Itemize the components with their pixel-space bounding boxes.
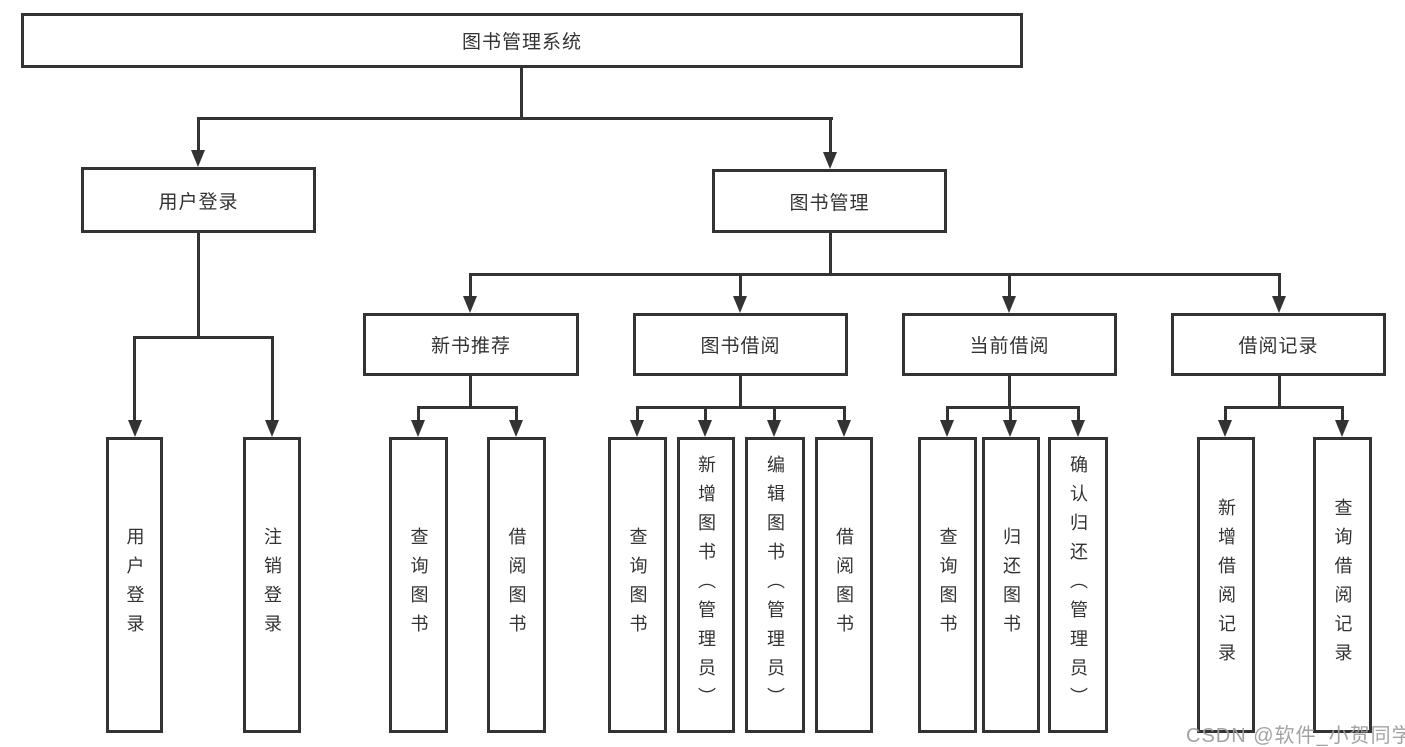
- leaf-nbr-borrow-book-label: 借阅图书: [506, 527, 527, 643]
- leaf-bb-edit-book: 编辑图书（管理员）: [745, 437, 805, 733]
- node-current-borrow: 当前借阅: [902, 313, 1117, 376]
- leaf-user-login: 用户登录: [106, 437, 163, 733]
- connector-bb-stem: [739, 376, 742, 406]
- leaf-bb-add-book: 新增图书（管理员）: [677, 437, 735, 733]
- node-root-label: 图书管理系统: [461, 32, 582, 53]
- arrow-down-icon: [1071, 420, 1085, 437]
- arrow-down-icon: [1272, 296, 1286, 313]
- leaf-nbr-query-book: 查询图书: [389, 437, 448, 733]
- arrow-down-icon: [823, 152, 837, 169]
- leaf-br-add-record-label: 新增借阅记录: [1216, 498, 1236, 672]
- arrow-down-icon: [128, 420, 142, 437]
- connector-drop-nbr-borrow: [515, 406, 518, 420]
- connector-drop-bb-add: [704, 406, 707, 420]
- arrow-down-icon: [1218, 420, 1232, 437]
- connector-level3-bus: [469, 273, 1281, 276]
- leaf-bb-query-book-label: 查询图书: [627, 527, 648, 643]
- leaf-br-query-record: 查询借阅记录: [1313, 437, 1372, 733]
- node-root-library-system: 图书管理系统: [21, 13, 1023, 68]
- connector-cb-stem: [1008, 376, 1011, 406]
- node-book-borrow: 图书借阅: [633, 313, 848, 376]
- leaf-br-query-record-label: 查询借阅记录: [1332, 498, 1353, 672]
- leaf-nbr-query-book-label: 查询图书: [408, 527, 429, 643]
- node-new-book-recommend: 新书推荐: [363, 313, 579, 376]
- connector-drop-br-add: [1224, 406, 1227, 420]
- node-user-login-label: 用户登录: [158, 191, 239, 213]
- arrow-down-icon: [463, 296, 477, 313]
- leaf-logout: 注销登录: [243, 437, 301, 733]
- node-borrow-record-label: 借阅记录: [1238, 336, 1319, 357]
- leaf-cb-query-book-label: 查询图书: [937, 527, 958, 643]
- connector-drop-current-borrow: [1008, 273, 1011, 297]
- leaf-bb-borrow-book-label: 借阅图书: [834, 527, 854, 643]
- connector-cb-bus: [946, 406, 1080, 409]
- node-borrow-record: 借阅记录: [1171, 313, 1386, 376]
- arrow-down-icon: [733, 296, 747, 313]
- arrow-down-icon: [1003, 420, 1017, 437]
- arrow-down-icon: [698, 420, 712, 437]
- arrow-down-icon: [265, 420, 279, 437]
- connector-drop-cb-return: [1009, 406, 1012, 420]
- arrow-down-icon: [767, 420, 781, 437]
- leaf-bb-edit-book-label: 编辑图书（管理员）: [765, 454, 785, 716]
- connector-drop-bb-borrow: [843, 406, 846, 420]
- node-book-management-label: 图书管理: [789, 192, 870, 214]
- arrow-down-icon: [191, 150, 205, 167]
- leaf-cb-query-book: 查询图书: [918, 437, 977, 733]
- leaf-cb-confirm-return: 确认归还（管理员）: [1048, 437, 1108, 733]
- connector-user-login-bus: [133, 336, 274, 339]
- connector-drop-bb-edit: [773, 406, 776, 420]
- connector-drop-nbr-query: [417, 406, 420, 420]
- node-book-borrow-label: 图书借阅: [700, 336, 781, 357]
- connector-drop-book-borrow: [739, 273, 742, 297]
- arrow-down-icon: [1335, 420, 1349, 437]
- connector-drop-bb-query: [636, 406, 639, 420]
- connector-book-management-stem: [829, 233, 832, 273]
- csdn-watermark: CSDN @软件_小贺同学: [1186, 725, 1405, 747]
- node-user-login: 用户登录: [81, 167, 316, 233]
- arrow-down-icon: [940, 420, 954, 437]
- connector-level2-bus: [197, 117, 833, 120]
- leaf-bb-add-book-label: 新增图书（管理员）: [696, 454, 716, 716]
- leaf-cb-confirm-return-label: 确认归还（管理员）: [1068, 454, 1088, 716]
- connector-drop-cb-confirm: [1077, 406, 1080, 420]
- connector-drop-user-login: [197, 117, 200, 151]
- node-current-borrow-label: 当前借阅: [969, 336, 1050, 357]
- node-book-management: 图书管理: [712, 169, 947, 233]
- connector-br-bus: [1224, 406, 1344, 409]
- leaf-user-login-label: 用户登录: [124, 527, 145, 643]
- leaf-cb-return-book: 归还图书: [982, 437, 1040, 733]
- leaf-bb-borrow-book: 借阅图书: [815, 437, 873, 733]
- leaf-bb-query-book: 查询图书: [608, 437, 667, 733]
- connector-drop-logout-leaf: [271, 336, 274, 420]
- connector-br-stem: [1278, 376, 1281, 406]
- leaf-logout-label: 注销登录: [262, 527, 282, 643]
- connector-user-login-stem: [197, 233, 200, 336]
- arrow-down-icon: [837, 420, 851, 437]
- connector-nbr-stem: [469, 376, 472, 406]
- leaf-cb-return-book-label: 归还图书: [1001, 527, 1021, 643]
- leaf-nbr-borrow-book: 借阅图书: [487, 437, 546, 733]
- connector-bb-bus: [636, 406, 846, 409]
- connector-drop-borrow-record: [1278, 273, 1281, 297]
- connector-nbr-bus: [417, 406, 518, 409]
- connector-drop-new-book-recommend: [469, 273, 472, 297]
- connector-drop-br-query: [1341, 406, 1344, 420]
- connector-drop-book-management: [829, 117, 832, 153]
- arrow-down-icon: [630, 420, 644, 437]
- connector-drop-cb-query: [946, 406, 949, 420]
- arrow-down-icon: [509, 420, 523, 437]
- arrow-down-icon: [411, 420, 425, 437]
- connector-drop-user-login-leaf: [133, 336, 136, 420]
- connector-root-stem: [520, 68, 523, 117]
- arrow-down-icon: [1002, 296, 1016, 313]
- leaf-br-add-record: 新增借阅记录: [1197, 437, 1255, 733]
- node-new-book-recommend-label: 新书推荐: [430, 336, 511, 357]
